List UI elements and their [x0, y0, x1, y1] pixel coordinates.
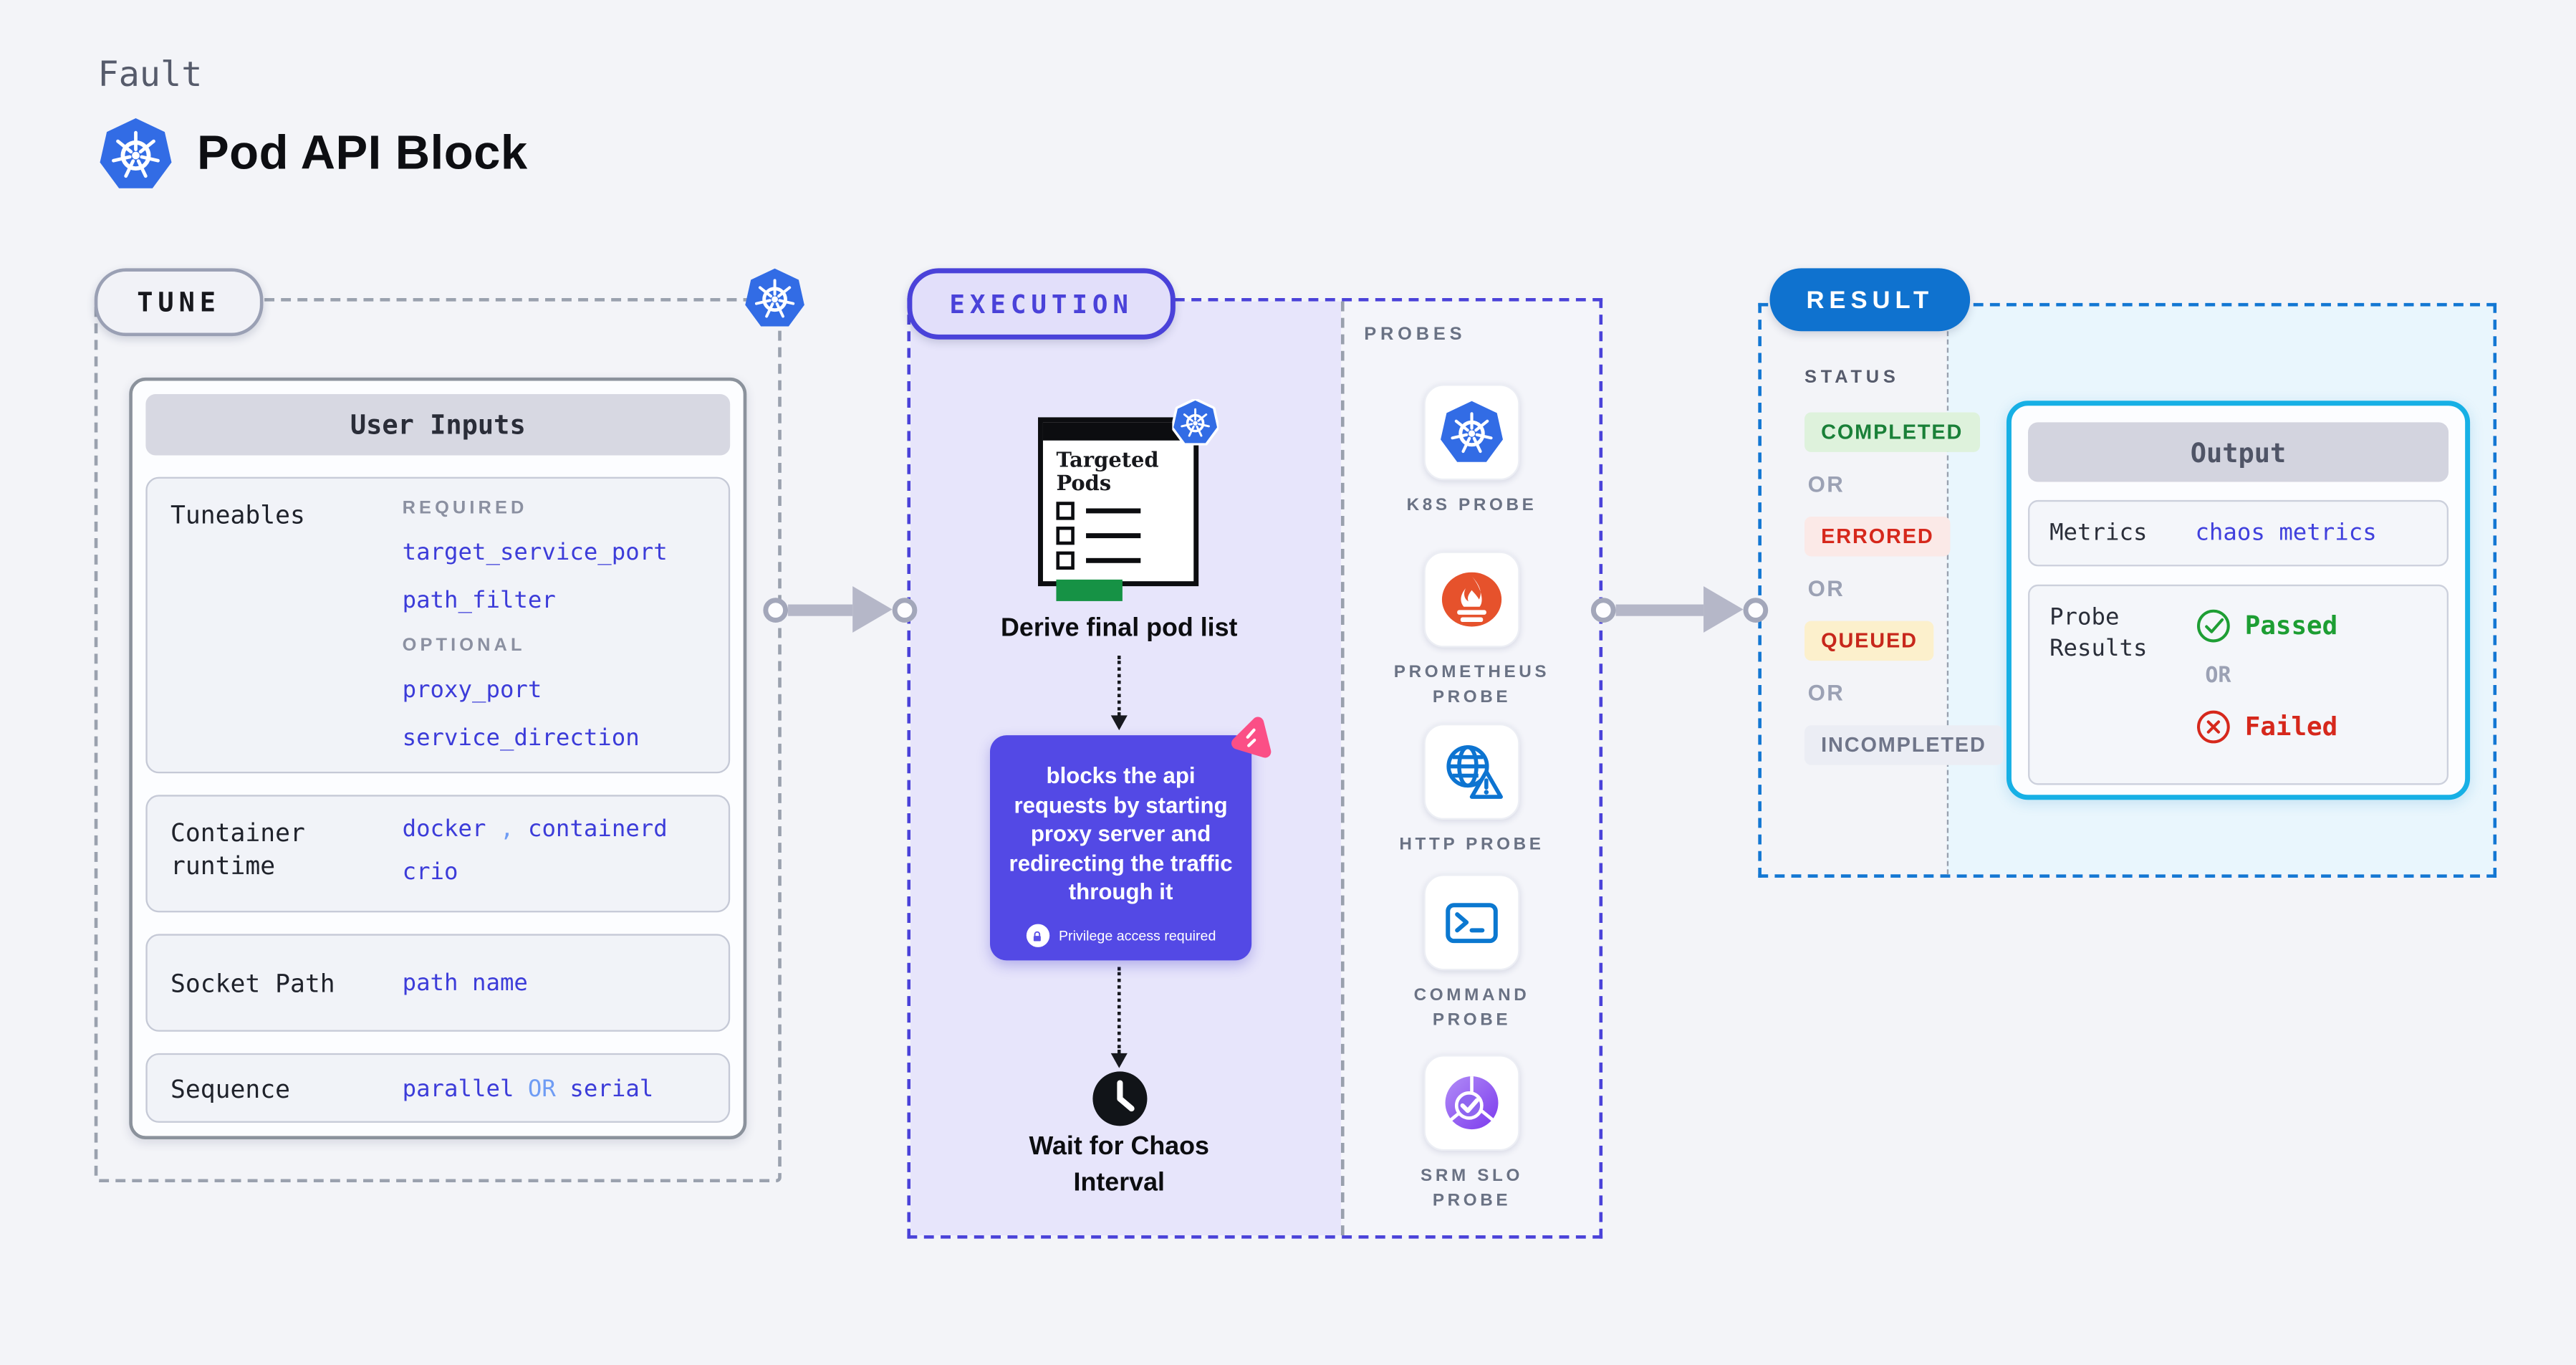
tune-section-box	[94, 297, 782, 1183]
check-circle-icon	[2195, 608, 2231, 644]
result-badge: RESULT	[1769, 268, 1971, 332]
arrow-down-icon	[1110, 1053, 1128, 1068]
sequence-label: Sequence	[170, 1074, 291, 1105]
probe-srm-slo: SRM SLO PROBE	[1389, 1055, 1554, 1215]
command-icon	[1438, 889, 1504, 955]
status-badge-completed: COMPLETED	[1804, 412, 1980, 452]
tuneables-row: Tuneables REQUIRED target_service_port p…	[145, 477, 731, 773]
metrics-label: Metrics	[2049, 519, 2148, 546]
connector-node	[1742, 597, 1768, 622]
socket-path-value: path name	[402, 971, 528, 998]
probe-label: PROMETHEUS PROBE	[1393, 662, 1550, 708]
container-runtime-row: Container runtime docker , containerd cr…	[145, 794, 731, 912]
derive-pod-list-label: Derive final pod list	[1001, 614, 1238, 643]
fault-action-text: blocks the api requests by starting prox…	[1009, 763, 1233, 905]
page-title-row: Pod API Block	[97, 116, 527, 192]
clock-icon	[1091, 1070, 1149, 1128]
checkbox-icon	[1056, 526, 1075, 545]
privilege-note: Privilege access required	[990, 924, 1251, 947]
kubernetes-icon	[97, 116, 173, 192]
status-badge-queued: QUEUED	[1804, 621, 1934, 661]
execution-badge: EXECUTION	[907, 268, 1176, 340]
or-label: OR	[1807, 680, 1845, 706]
container-runtime-values: docker , containerd	[402, 815, 668, 843]
probe-label: COMMAND PROBE	[1413, 985, 1530, 1030]
param-target-service-port: target_service_port	[402, 540, 668, 567]
or-label: OR	[1807, 576, 1845, 601]
param-service-direction: service_direction	[402, 725, 640, 752]
checkbox-icon	[1056, 502, 1075, 520]
x-circle-icon	[2195, 709, 2231, 745]
tune-badge: TUNE	[94, 268, 264, 337]
flow-connector	[1117, 656, 1121, 716]
socket-path-label: Socket Path	[170, 969, 335, 1000]
probe-label: SRM SLO PROBE	[1421, 1165, 1523, 1211]
status-title: STATUS	[1804, 368, 1900, 388]
probe-k8s: K8S PROBE	[1389, 384, 1554, 519]
output-title: Output	[2028, 422, 2449, 482]
metrics-row: Metrics chaos metrics	[2028, 499, 2449, 567]
lock-icon	[1025, 924, 1049, 947]
or-label: OR	[2205, 664, 2231, 689]
targeted-pods-title: Targeted Pods	[1056, 446, 1159, 496]
probes-panel: PROBES K8S PROBE PROMETHEUS PROBE HTTP P…	[1340, 301, 1600, 1236]
execution-to-result-arrow	[1590, 586, 1768, 633]
or-label: OR	[1807, 471, 1845, 497]
container-runtime-value-crio: crio	[402, 858, 458, 886]
required-label: REQUIRED	[402, 499, 528, 519]
probe-label: K8S PROBE	[1406, 495, 1537, 515]
output-card: Output Metrics chaos metrics Probe Resul…	[2006, 401, 2471, 800]
probe-results-row: Probe Results Passed OR Failed	[2028, 584, 2449, 785]
user-inputs-title: User Inputs	[145, 394, 731, 456]
probe-http: HTTP PROBE	[1389, 723, 1554, 858]
status-column: STATUS COMPLETED OR ERRORED OR QUEUED OR…	[1804, 368, 2003, 765]
passed-line: Passed	[2195, 608, 2337, 644]
http-icon	[1438, 739, 1504, 805]
kubernetes-icon	[744, 267, 807, 330]
probes-title: PROBES	[1364, 324, 1466, 345]
sequence-value: parallel OR serial	[402, 1076, 654, 1103]
param-proxy-port: proxy_port	[402, 677, 542, 704]
sequence-row: Sequence parallel OR serial	[145, 1053, 731, 1123]
param-path-filter: path_filter	[402, 588, 556, 615]
srm-slo-icon	[1438, 1070, 1504, 1136]
fault-category-label: Fault	[97, 54, 203, 95]
checkbox-icon	[1056, 551, 1075, 570]
window-title-bar	[1042, 422, 1194, 441]
kubernetes-icon	[1172, 399, 1219, 446]
failed-line: Failed	[2195, 709, 2337, 745]
targeted-pods-window: Targeted Pods	[1038, 417, 1198, 601]
user-inputs-card: User Inputs Tuneables REQUIRED target_se…	[129, 377, 747, 1140]
page-title: Pod API Block	[197, 126, 528, 180]
selection-bar	[1056, 579, 1123, 601]
probe-label: HTTP PROBE	[1399, 834, 1544, 855]
socket-path-row: Socket Path path name	[145, 933, 731, 1032]
status-badge-errored: ERRORED	[1804, 517, 1951, 557]
fault-action-box: blocks the api requests by starting prox…	[990, 735, 1251, 961]
probe-prometheus: PROMETHEUS PROBE	[1389, 551, 1554, 712]
flow-connector	[1117, 967, 1121, 1053]
prometheus-icon	[1438, 566, 1504, 632]
status-badge-incompleted: INCOMPLETED	[1804, 725, 2003, 765]
failed-label: Failed	[2244, 712, 2338, 742]
connector-node	[763, 597, 789, 622]
tuneables-label: Tuneables	[170, 500, 305, 530]
passed-label: Passed	[2244, 610, 2338, 641]
arrow-down-icon	[1110, 715, 1128, 731]
metrics-value: chaos metrics	[2195, 519, 2377, 547]
tune-to-execution-arrow	[763, 586, 918, 633]
optional-label: OPTIONAL	[402, 636, 526, 656]
probe-command: COMMAND PROBE	[1389, 874, 1554, 1034]
connector-node	[892, 597, 918, 622]
kubernetes-icon	[1438, 399, 1504, 465]
probe-results-label: Probe Results	[2049, 604, 2148, 663]
result-section-box: Output Metrics chaos metrics Probe Resul…	[1758, 302, 2497, 878]
container-runtime-label: Container runtime	[170, 818, 305, 881]
connector-node	[1590, 597, 1615, 622]
